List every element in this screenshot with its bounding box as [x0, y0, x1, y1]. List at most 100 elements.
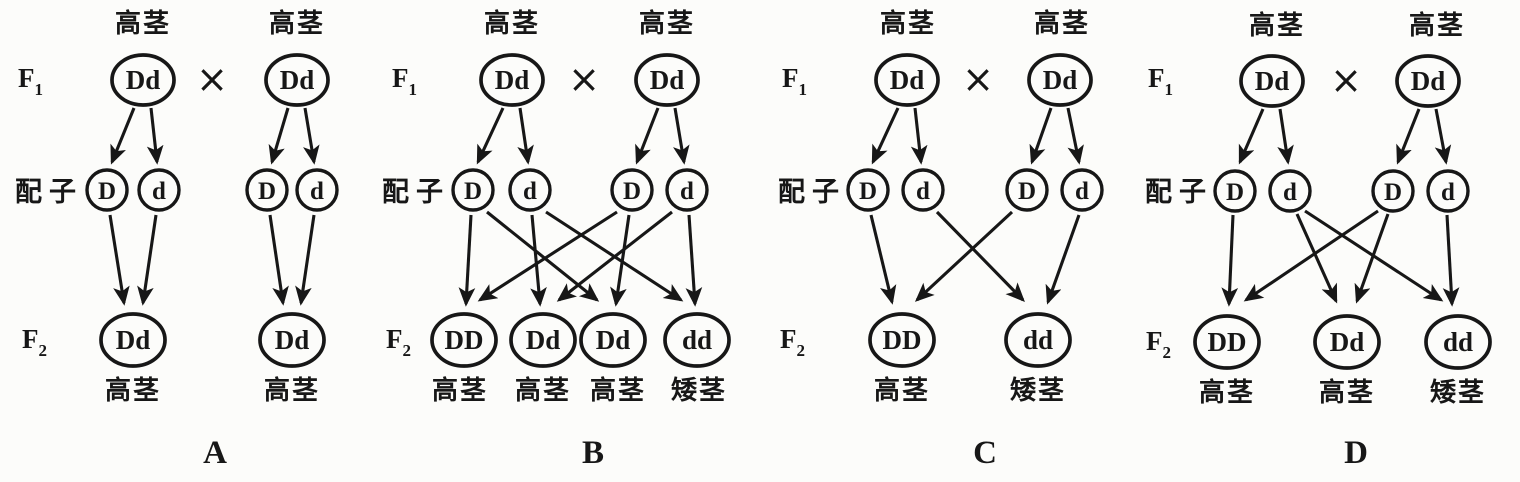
gamete-genotype: D	[258, 178, 276, 205]
gametes-label: 配子	[15, 177, 83, 207]
offspring-circle	[258, 312, 326, 368]
gamete-genotype: d	[1441, 179, 1455, 206]
arrow-gamete-to-offspring	[1295, 213, 1338, 304]
gamete-circle	[1213, 169, 1257, 213]
gamete-genotype: d	[152, 178, 166, 205]
parent-genotype: Dd	[1411, 66, 1446, 96]
parent-phenotype-label: 高茎	[115, 8, 171, 38]
gamete-genotype: D	[1384, 179, 1402, 206]
arrow-gamete-to-offspring	[486, 210, 600, 302]
parent-circle	[479, 53, 545, 107]
parent-circle	[634, 53, 700, 107]
panel-b: 高茎 高茎 F1 Dd × Dd 配子 D d D d F2 DD Dd	[382, 8, 731, 471]
offspring-phenotype-label: 高茎	[1199, 377, 1255, 407]
offspring-genotype: dd	[1023, 325, 1053, 355]
offspring-circle	[868, 312, 936, 368]
gamete-circle	[1268, 169, 1312, 213]
offspring-genotype: Dd	[116, 325, 151, 355]
arrow-gamete-to-offspring	[477, 210, 618, 302]
arrow-parent-to-gamete	[110, 107, 136, 165]
gamete-genotype: D	[623, 178, 641, 205]
parent-genotype: Dd	[280, 65, 315, 95]
offspring-genotype: Dd	[526, 325, 561, 355]
arrow-gamete-to-offspring	[137, 214, 158, 306]
arrow-parent-to-gamete	[146, 107, 164, 165]
parent-phenotype-label: 高茎	[639, 8, 695, 38]
offspring-genotype: DD	[445, 325, 484, 355]
parent-circle	[110, 53, 176, 107]
f1-label: F1	[18, 63, 43, 99]
offspring-phenotype-label: 矮茎	[671, 375, 727, 405]
arrow-gamete-to-offspring	[458, 214, 476, 307]
offspring-genotype: dd	[682, 325, 712, 355]
offspring-circle	[509, 312, 577, 368]
gamete-genotype: D	[1018, 178, 1036, 205]
parent-genotype: Dd	[126, 65, 161, 95]
offspring-phenotype-label: 矮茎	[1010, 375, 1066, 405]
arrow-parent-to-gamete	[476, 107, 505, 165]
arrow-parent-to-gamete	[910, 107, 928, 165]
parent-phenotype-label: 高茎	[1409, 10, 1465, 40]
parent-circle	[1027, 53, 1093, 107]
offspring-circle	[1004, 312, 1072, 368]
gametes-label: 配子	[778, 177, 846, 207]
offspring-phenotype-label: 高茎	[874, 375, 930, 405]
parent-genotype: Dd	[1043, 65, 1078, 95]
f2-label: F2	[1146, 326, 1171, 362]
gamete-genotype: D	[859, 178, 877, 205]
offspring-phenotype-label: 矮茎	[1430, 377, 1486, 407]
arrow-gamete-to-offspring	[610, 214, 631, 307]
offspring-phenotype-label: 高茎	[590, 375, 646, 405]
arrow-parent-to-gamete	[673, 107, 690, 165]
offspring-circle	[1193, 314, 1261, 370]
panel-d: 高茎 高茎 F1 Dd × Dd 配子 D d D d F2 DD Dd dd …	[1145, 10, 1492, 471]
arrow-gamete-to-offspring	[556, 210, 673, 302]
gamete-circle	[1371, 169, 1415, 213]
panel-c: 高茎 高茎 F1 Dd × Dd 配子 D d D d F2 DD dd 高茎 …	[778, 8, 1104, 471]
arrow-gamete-to-offspring	[295, 214, 316, 306]
arrow-parent-to-gamete	[1029, 107, 1053, 165]
gamete-circle	[1426, 169, 1470, 213]
offspring-genotype: Dd	[596, 325, 631, 355]
parent-circle	[874, 53, 940, 107]
offspring-circle	[1313, 314, 1381, 370]
arrow-gamete-to-offspring	[1221, 214, 1239, 307]
parent-phenotype-label: 高茎	[1249, 10, 1305, 40]
arrow-parent-to-gamete	[635, 107, 660, 165]
arrow-parent-to-gamete	[268, 107, 290, 165]
f1-label: F1	[1148, 63, 1173, 99]
offspring-phenotype-label: 高茎	[1319, 377, 1375, 407]
parent-genotype: Dd	[890, 65, 925, 95]
parent-genotype: Dd	[495, 65, 530, 95]
gamete-genotype: D	[98, 178, 116, 205]
gamete-genotype: d	[680, 178, 694, 205]
arrow-parent-to-gamete	[1396, 108, 1421, 165]
arrow-parent-to-gamete	[517, 107, 534, 165]
parent-phenotype-label: 高茎	[880, 8, 936, 38]
gametes-label: 配子	[382, 177, 450, 207]
parent-circle	[1395, 54, 1461, 108]
gamete-genotype: d	[916, 178, 930, 205]
gamete-genotype: D	[464, 178, 482, 205]
arrow-gamete-to-offspring	[108, 214, 130, 306]
arrow-gamete-to-offspring	[1442, 214, 1460, 307]
arrow-parent-to-gamete	[1238, 108, 1265, 165]
arrow-gamete-to-offspring	[1354, 213, 1390, 304]
arrow-gamete-to-offspring	[914, 210, 1014, 302]
parent-genotype: Dd	[1255, 66, 1290, 96]
arrow-parent-to-gamete	[303, 107, 320, 165]
gamete-circle	[901, 168, 945, 212]
gamete-genotype: d	[1075, 178, 1089, 205]
arrow-gamete-to-offspring	[685, 214, 703, 307]
arrow-parent-to-gamete	[1434, 108, 1452, 165]
offspring-circle	[663, 312, 731, 368]
parent-phenotype-label: 高茎	[269, 8, 325, 38]
f1-label: F1	[392, 63, 417, 99]
gamete-circle	[245, 168, 289, 212]
cross-mark-icon: ×	[568, 57, 600, 101]
panel-letter: C	[973, 435, 997, 471]
offspring-phenotype-label: 高茎	[264, 375, 320, 405]
arrow-parent-to-gamete	[1277, 108, 1294, 165]
panel-a: 高茎 高茎 F1 Dd × Dd 配子 D d D d F2 Dd Dd 高茎 …	[15, 8, 339, 471]
offspring-genotype: Dd	[275, 325, 310, 355]
